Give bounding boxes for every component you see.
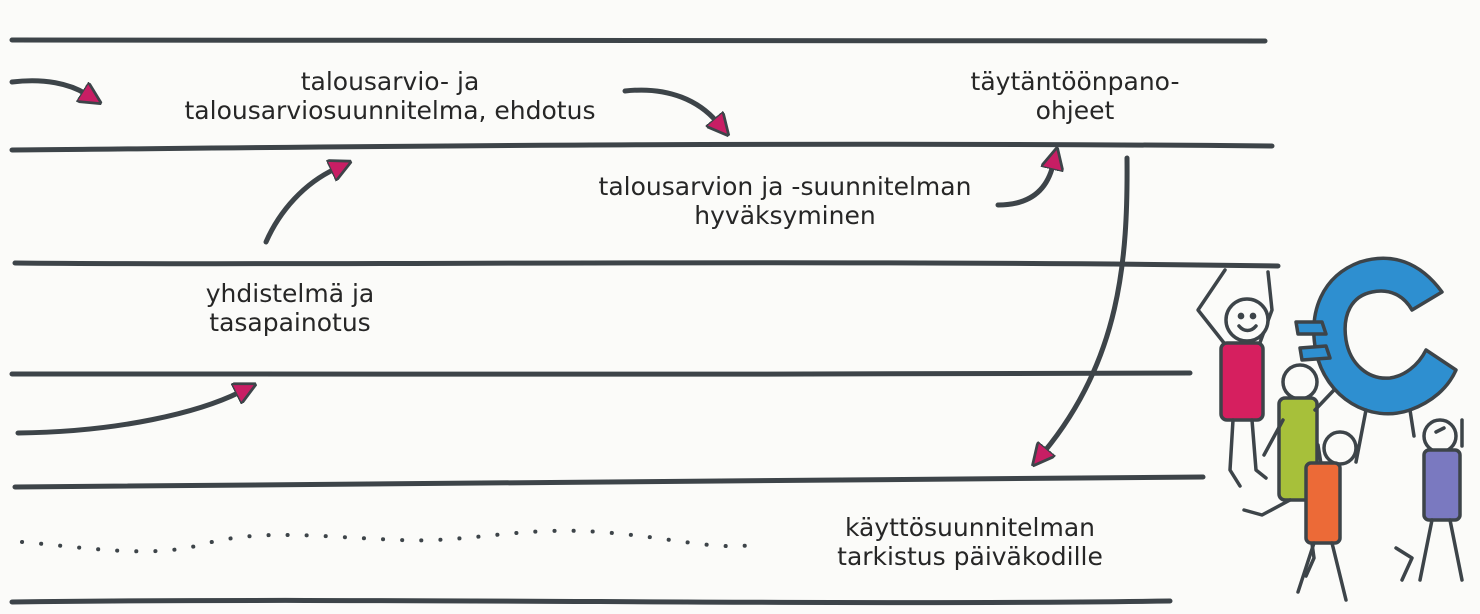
rule-line [9, 370, 1193, 377]
step-line: ohjeet [1035, 96, 1115, 125]
step-line: talousarvion ja -suunnitelman [598, 172, 972, 201]
arrow-into-proposal [9, 78, 86, 94]
arrow-proposal-to-approval [622, 87, 717, 122]
arrow-implementation-to-review [1044, 155, 1130, 452]
step-combine-label: yhdistelmä ja tasapainotus [180, 279, 400, 337]
step-line: tasapainotus [209, 308, 371, 337]
rule-line [12, 260, 1281, 269]
step-approval-label: talousarvion ja -suunnitelman hyväksymin… [575, 172, 995, 230]
step-line: yhdistelmä ja [205, 279, 375, 308]
dotted-line [20, 528, 754, 554]
rule-line [12, 474, 1206, 490]
arrow-combine-to-proposal [263, 169, 335, 245]
step-review-label: käyttösuunnitelman tarkistus päiväkodill… [810, 513, 1130, 571]
step-line: tarkistus päiväkodille [837, 542, 1103, 571]
rule-line [9, 141, 1275, 153]
euro-icon [1294, 256, 1458, 416]
people-with-euro-illustration [1196, 256, 1464, 602]
person-icon [1296, 408, 1368, 602]
step-line: käyttösuunnitelman [844, 513, 1096, 542]
flow-arrows [9, 78, 1130, 452]
arrow-approval-to-implementation [995, 165, 1053, 208]
step-line: talousarviosuunnitelma, ehdotus [184, 96, 596, 125]
rule-line [9, 597, 1173, 606]
step-implementation-label: täytäntöönpano- ohjeet [940, 67, 1210, 125]
arrow-into-combine [15, 392, 240, 436]
step-line: hyväksyminen [694, 201, 876, 230]
step-line: talousarvio- ja [300, 67, 480, 96]
step-proposal-label: talousarvio- ja talousarviosuunnitelma, … [170, 67, 610, 125]
person-icon [1196, 268, 1274, 488]
person-icon [1394, 408, 1464, 582]
horizontal-lines [9, 36, 1281, 606]
step-line: täytäntöönpano- [970, 67, 1180, 96]
rule-line [9, 36, 1268, 44]
